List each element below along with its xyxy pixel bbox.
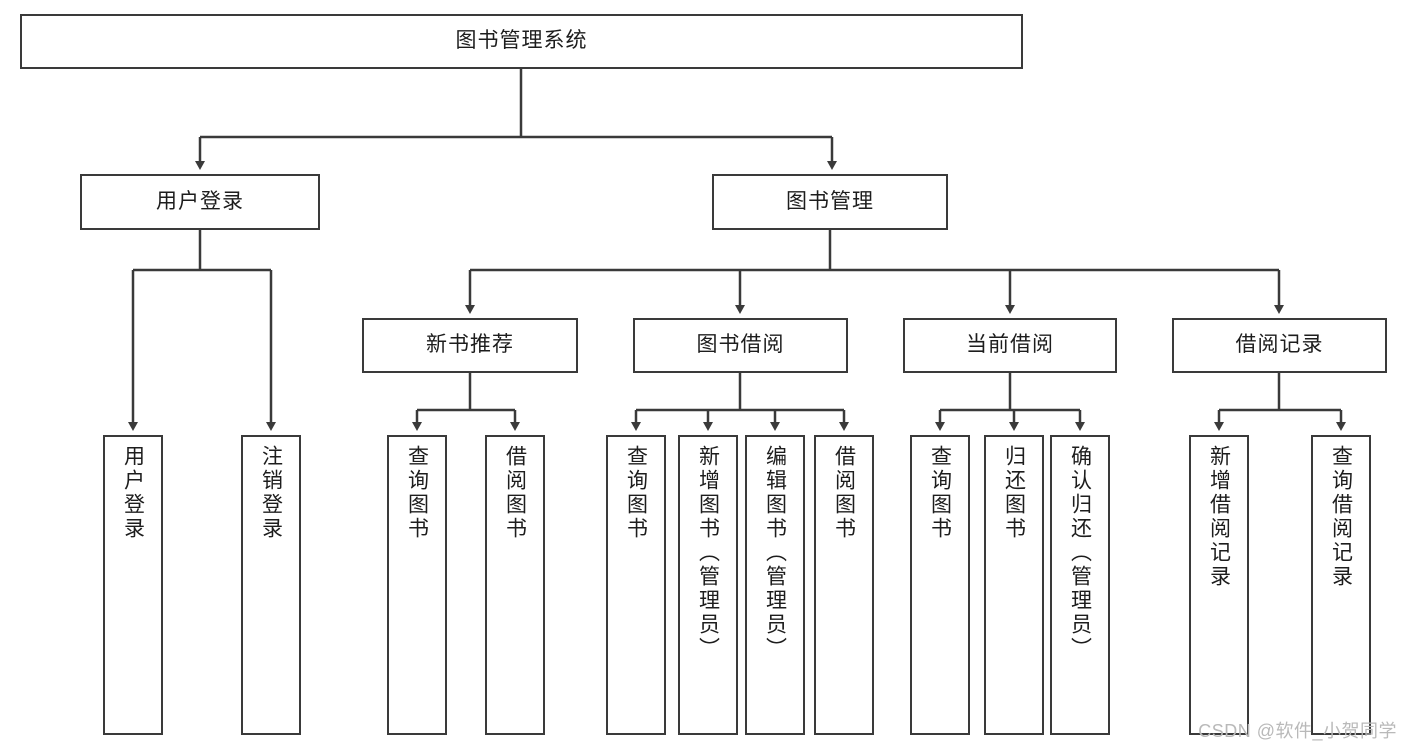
node-new-book-rec-label: 新书推荐 xyxy=(426,333,514,357)
csdn-watermark: CSDN @软件_小贺同学 xyxy=(1198,721,1397,741)
node-leaf-user-logout-label: 注销登录 xyxy=(259,445,283,541)
node-leaf-query-book-1[interactable]: 查询图书 xyxy=(387,435,447,735)
node-leaf-query-book-2[interactable]: 查询图书 xyxy=(606,435,666,735)
node-leaf-query-book-3-label: 查询图书 xyxy=(928,445,952,541)
node-leaf-add-book-label: 新增图书（管理员） xyxy=(696,445,720,661)
node-leaf-edit-book-label: 编辑图书（管理员） xyxy=(763,445,787,661)
node-user-login-label: 用户登录 xyxy=(156,189,244,213)
node-leaf-add-record[interactable]: 新增借阅记录 xyxy=(1189,435,1249,735)
node-leaf-query-book-2-label: 查询图书 xyxy=(624,445,648,541)
node-leaf-add-book[interactable]: 新增图书（管理员） xyxy=(678,435,738,735)
node-book-borrow-label: 图书借阅 xyxy=(696,333,785,357)
node-current-borrow-label: 当前借阅 xyxy=(966,333,1054,357)
node-borrow-record[interactable]: 借阅记录 xyxy=(1172,318,1387,373)
node-leaf-query-book-1-label: 查询图书 xyxy=(405,445,429,541)
node-leaf-confirm-return[interactable]: 确认归还（管理员） xyxy=(1050,435,1110,735)
node-current-borrow[interactable]: 当前借阅 xyxy=(903,318,1117,373)
node-leaf-return-book-label: 归还图书 xyxy=(1002,445,1026,541)
node-leaf-query-record[interactable]: 查询借阅记录 xyxy=(1311,435,1371,735)
node-borrow-record-label: 借阅记录 xyxy=(1235,333,1324,357)
node-leaf-return-book[interactable]: 归还图书 xyxy=(984,435,1044,735)
node-leaf-confirm-return-label: 确认归还（管理员） xyxy=(1068,445,1092,661)
node-leaf-query-book-3[interactable]: 查询图书 xyxy=(910,435,970,735)
node-leaf-borrow-book-1-label: 借阅图书 xyxy=(503,445,527,541)
node-book-manage[interactable]: 图书管理 xyxy=(712,174,948,230)
node-new-book-rec[interactable]: 新书推荐 xyxy=(362,318,578,373)
node-leaf-borrow-book-2[interactable]: 借阅图书 xyxy=(814,435,874,735)
node-book-manage-label: 图书管理 xyxy=(786,189,874,213)
node-leaf-edit-book[interactable]: 编辑图书（管理员） xyxy=(745,435,805,735)
node-root[interactable]: 图书管理系统 xyxy=(20,14,1023,69)
node-root-label: 图书管理系统 xyxy=(455,29,588,53)
node-leaf-user-login[interactable]: 用户登录 xyxy=(103,435,163,735)
node-user-login[interactable]: 用户登录 xyxy=(80,174,320,230)
node-leaf-add-record-label: 新增借阅记录 xyxy=(1207,445,1231,589)
node-leaf-user-logout[interactable]: 注销登录 xyxy=(241,435,301,735)
node-leaf-user-login-label: 用户登录 xyxy=(121,445,145,541)
node-leaf-borrow-book-2-label: 借阅图书 xyxy=(832,445,856,541)
node-leaf-query-record-label: 查询借阅记录 xyxy=(1329,445,1353,589)
node-leaf-borrow-book-1[interactable]: 借阅图书 xyxy=(485,435,545,735)
node-book-borrow[interactable]: 图书借阅 xyxy=(633,318,848,373)
